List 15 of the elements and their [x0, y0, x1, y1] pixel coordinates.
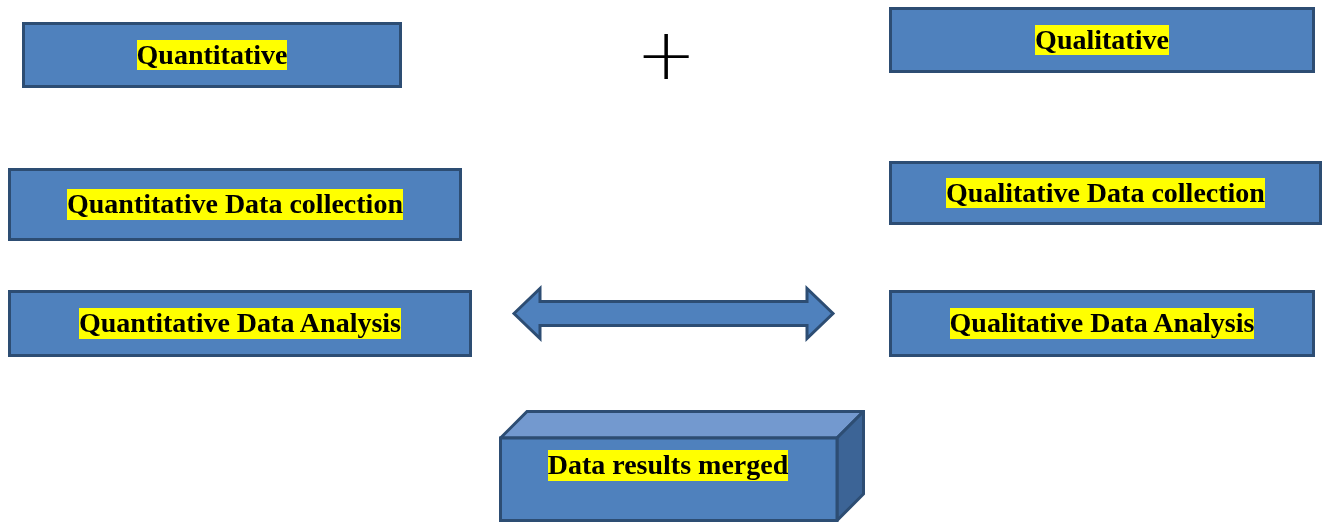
box-label: Quantitative Data Analysis [79, 308, 401, 339]
box-label: Qualitative Data Analysis [949, 308, 1255, 339]
double-block-arrow [511, 284, 836, 343]
plus-sign: + [636, 18, 697, 90]
process-box [22, 22, 402, 88]
process-box [889, 161, 1322, 225]
process-box [8, 168, 462, 241]
box-label: Qualitative [1035, 24, 1169, 56]
box-label: Qualitative Data collection [946, 177, 1265, 209]
box-label: Quantitative [136, 39, 288, 71]
box-label: Data results merged [547, 450, 789, 481]
process-box [889, 290, 1315, 357]
box-label: Quantitative Data collection [67, 189, 403, 220]
process-box [8, 290, 472, 357]
process-box [889, 7, 1315, 73]
